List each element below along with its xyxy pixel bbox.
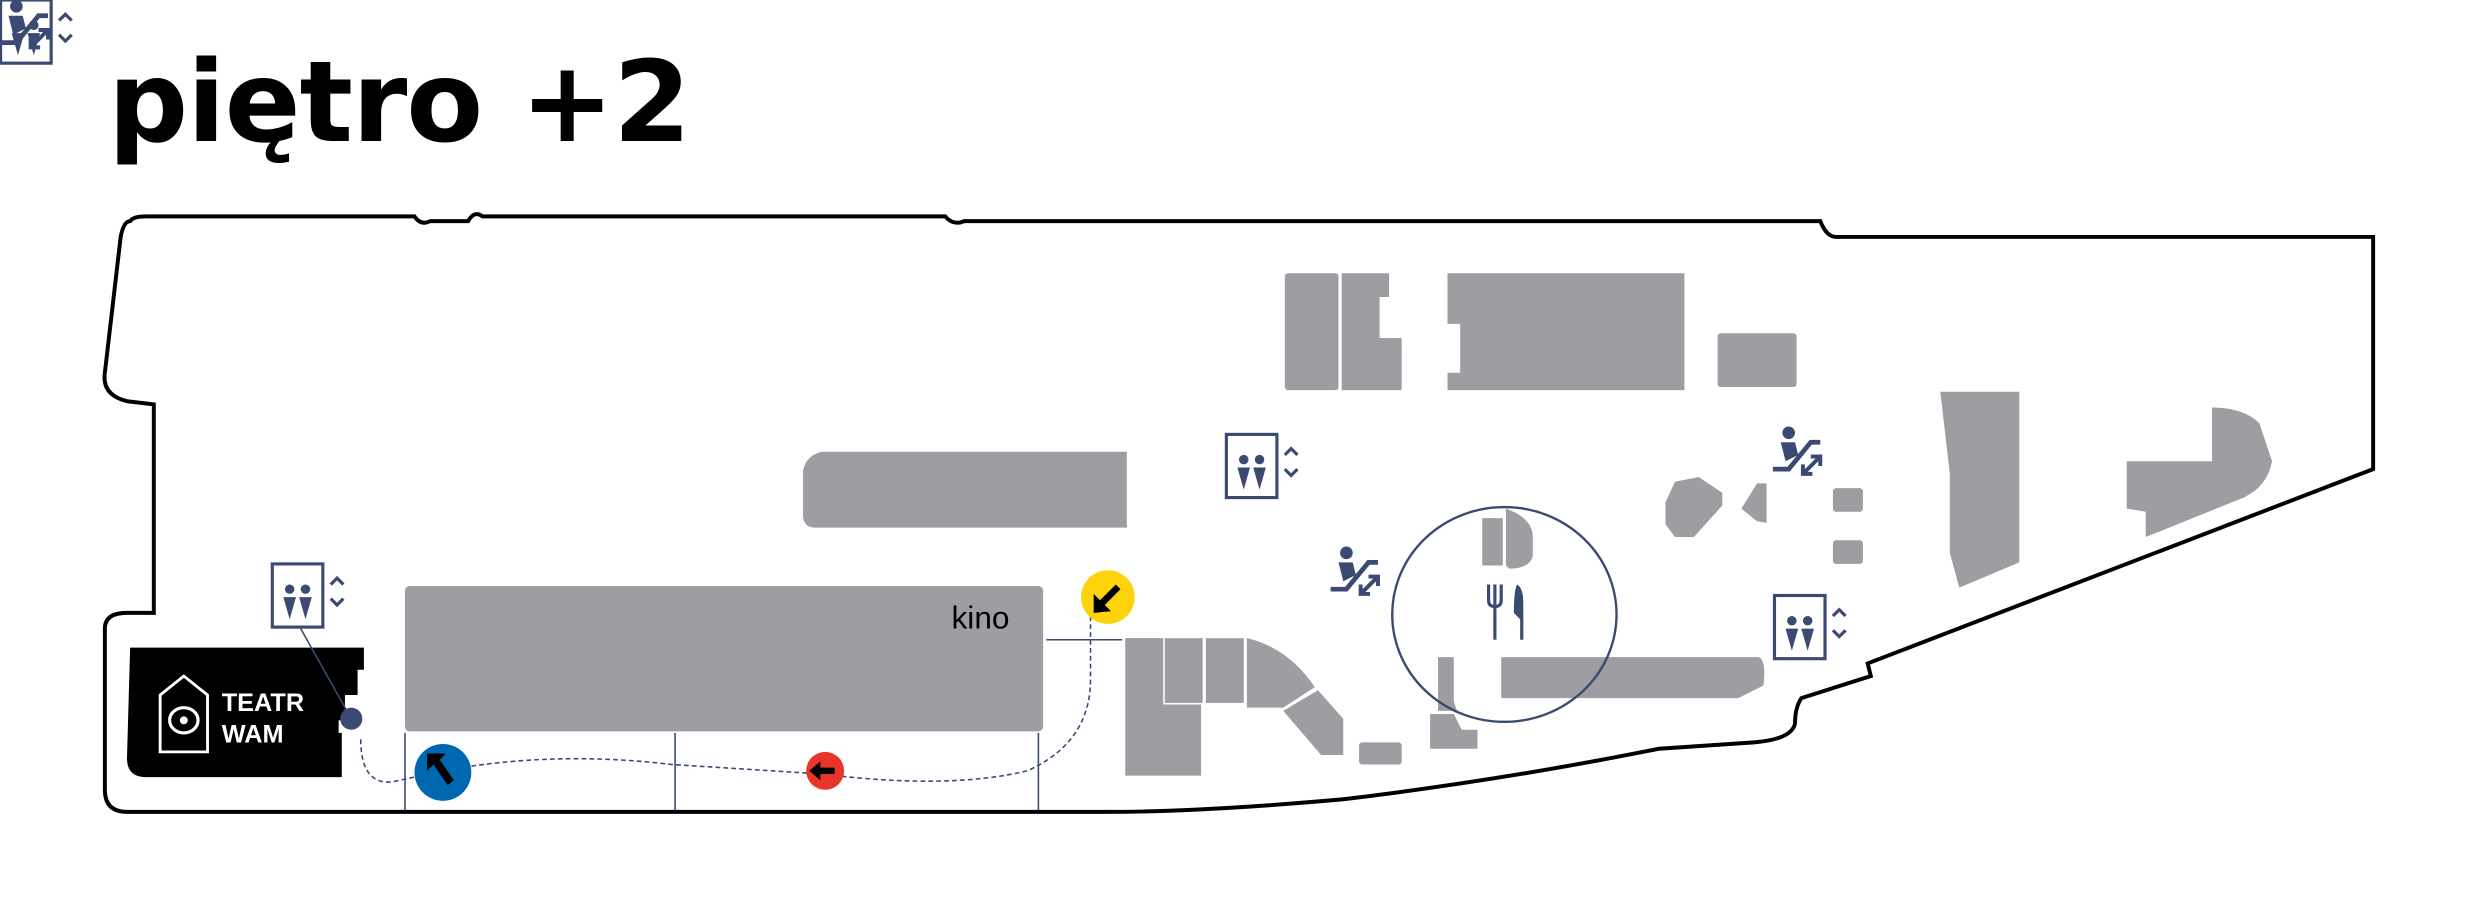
direction-arrow-icon xyxy=(809,761,835,781)
shop[interactable] xyxy=(1832,540,1863,564)
shop[interactable] xyxy=(1359,742,1402,765)
shop[interactable] xyxy=(2126,407,2273,538)
escalator-icon[interactable] xyxy=(1773,426,1820,473)
theatre-label-2: WAM xyxy=(222,720,284,748)
shop[interactable] xyxy=(1447,273,1685,391)
theatre-wam[interactable]: TEATR WAM xyxy=(126,647,364,778)
shop[interactable] xyxy=(1482,518,1503,566)
restaurant-icon xyxy=(1486,584,1524,640)
direction-arrow-icon xyxy=(1093,584,1121,613)
theatre-label-1: TEATR xyxy=(222,689,304,717)
shop[interactable] xyxy=(1717,333,1797,387)
theatre-logo-icon xyxy=(158,674,209,754)
shop[interactable] xyxy=(1125,638,1202,776)
cinema-label: kino xyxy=(952,600,1010,636)
shop[interactable] xyxy=(1284,273,1339,391)
red-marker[interactable] xyxy=(806,751,845,790)
building-outline xyxy=(102,212,2376,814)
elevator-icon[interactable] xyxy=(270,562,345,629)
entrance-point xyxy=(340,707,363,730)
shop[interactable] xyxy=(1283,690,1344,756)
direction-arrow-icon xyxy=(427,753,454,786)
shop[interactable] xyxy=(1438,657,1457,711)
corridor-dividers xyxy=(300,628,1123,811)
shop[interactable] xyxy=(1341,273,1402,391)
shop[interactable] xyxy=(1501,657,1765,699)
shop[interactable] xyxy=(803,451,1127,528)
shop[interactable] xyxy=(1665,477,1723,538)
elevator-icon[interactable] xyxy=(1224,432,1300,500)
escalator-icon[interactable] xyxy=(1331,547,1378,594)
elevator-icon[interactable] xyxy=(1772,593,1848,661)
shop[interactable] xyxy=(1832,488,1863,512)
shop[interactable] xyxy=(1246,638,1315,708)
cinema[interactable] xyxy=(404,586,1044,732)
yellow-marker[interactable] xyxy=(1081,570,1135,624)
shop[interactable] xyxy=(1505,508,1533,569)
shop[interactable] xyxy=(1164,638,1203,703)
eye-icon xyxy=(168,706,200,735)
escalator-icon[interactable] xyxy=(0,0,50,50)
floor-title: piętro +2 xyxy=(108,38,691,168)
shop[interactable] xyxy=(1940,391,2020,588)
shops xyxy=(404,273,2273,776)
shop[interactable] xyxy=(1430,713,1478,749)
food-court[interactable] xyxy=(1391,505,1618,724)
shop[interactable] xyxy=(1741,483,1767,523)
blue-marker[interactable] xyxy=(414,743,472,801)
shop[interactable] xyxy=(1205,638,1244,703)
